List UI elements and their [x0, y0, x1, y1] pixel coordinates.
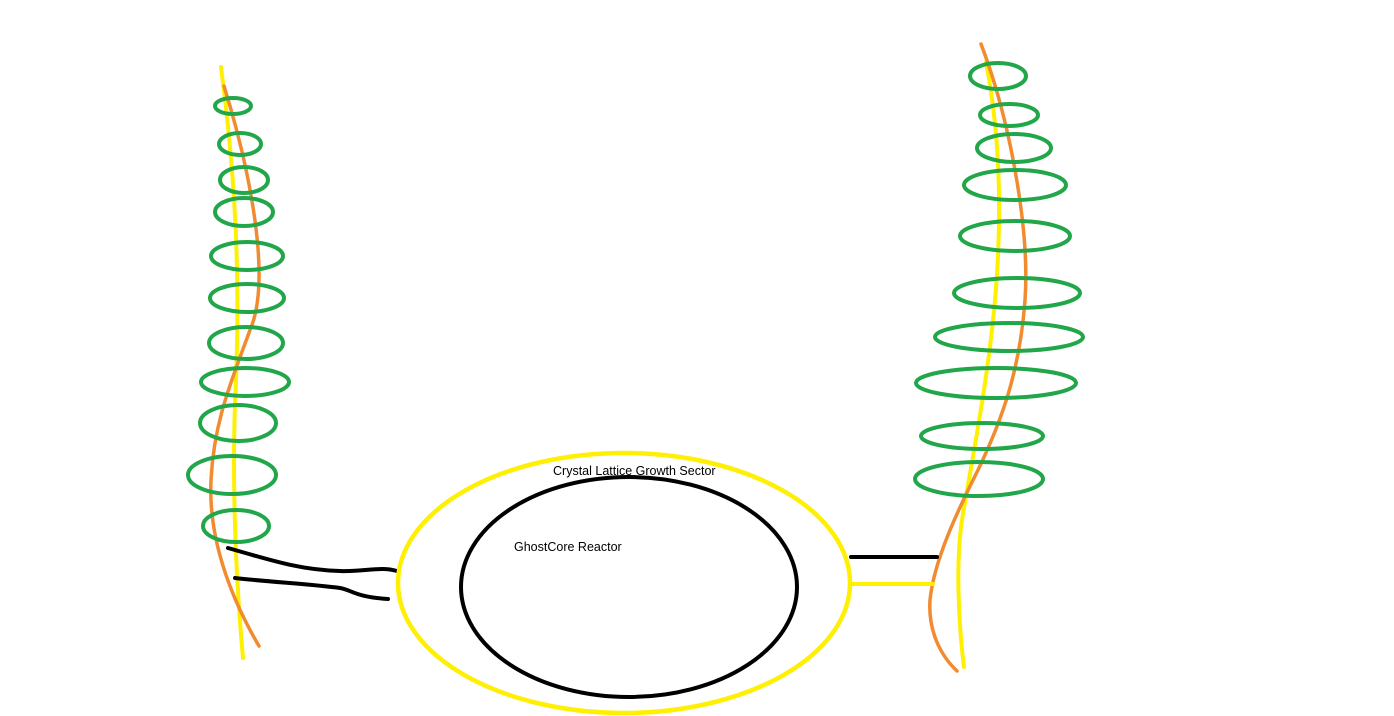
core-label: GhostCore Reactor [514, 540, 622, 554]
left-connector-lower [233, 576, 390, 601]
right-ring [933, 321, 1085, 353]
left-ring [208, 282, 286, 314]
left-tower [186, 65, 291, 660]
left-ring [213, 96, 253, 116]
right-tower-orange-strand [928, 42, 1028, 673]
left-ring [201, 508, 271, 544]
left-connector-upper [226, 546, 399, 574]
left-ring [209, 240, 285, 272]
right-ring [913, 460, 1045, 498]
left-tower-rings [186, 96, 291, 544]
left-ring [198, 403, 278, 443]
left-tower-orange-strand [209, 84, 261, 648]
crystal-lattice-growth-sector-ring [395, 450, 853, 716]
left-connectors [226, 546, 399, 601]
right-tower-yellow-strand [956, 60, 1002, 669]
right-ring [919, 421, 1045, 451]
right-ring [958, 219, 1072, 253]
ghostcore-reactor-core [459, 475, 799, 699]
right-tower [913, 42, 1085, 673]
right-tower-rings [913, 61, 1085, 498]
right-ring [914, 366, 1078, 400]
left-ring [213, 196, 275, 228]
right-ring [952, 276, 1082, 310]
right-ring [978, 102, 1040, 128]
left-ring [217, 131, 263, 157]
left-ring [207, 325, 285, 361]
outer-ring-label: Crystal Lattice Growth Sector [553, 464, 716, 478]
left-ring [186, 454, 278, 496]
left-ring [218, 165, 270, 195]
right-ring [968, 61, 1028, 91]
right-ring [975, 132, 1053, 164]
left-ring [199, 366, 291, 398]
right-ring [962, 168, 1068, 202]
